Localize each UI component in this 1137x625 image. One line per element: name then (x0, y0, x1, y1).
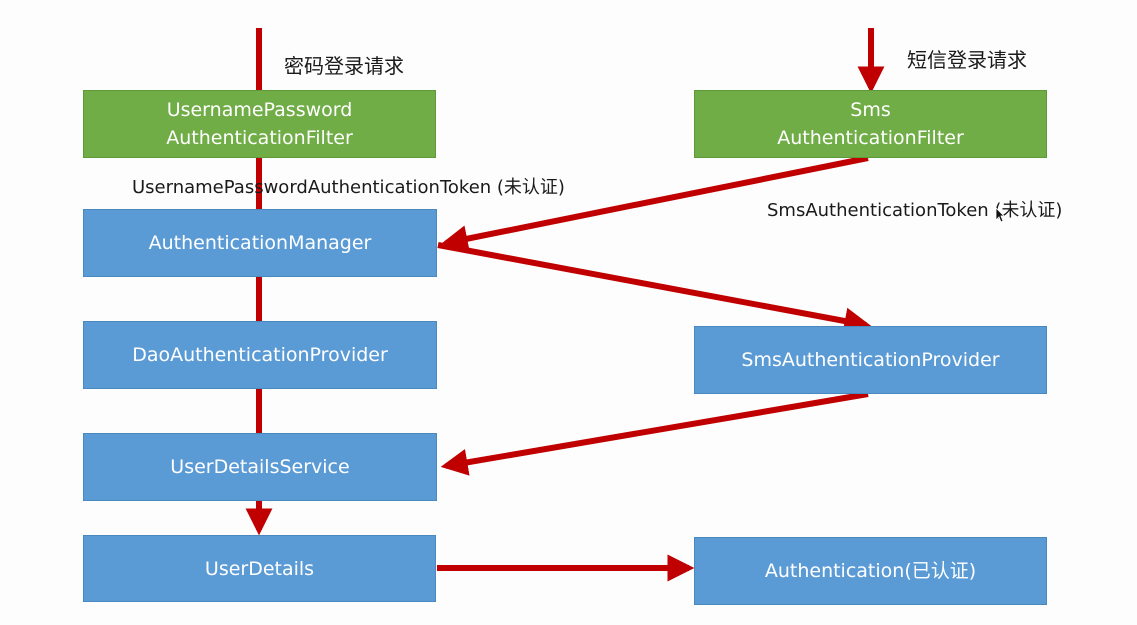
username-password-filter-box: UsernamePassword AuthenticationFilter (83, 90, 436, 158)
sms-token-label: SmsAuthenticationToken (未认证) (767, 200, 1063, 221)
sms-authentication-provider-box: SmsAuthenticationProvider (694, 326, 1047, 394)
user-details-service-box: UserDetailsService (83, 433, 437, 501)
sms-filter-to-manager-arrow (440, 155, 869, 252)
sms-filter-box: Sms AuthenticationFilter (694, 90, 1047, 158)
username-token-label: UsernamePasswordAuthenticationToken (未认证… (132, 177, 565, 198)
dao-authentication-provider-box: DaoAuthenticationProvider (83, 321, 437, 389)
authentication-manager-box: AuthenticationManager (83, 209, 437, 277)
mouse-cursor-icon (995, 207, 1005, 223)
manager-to-sms-provider-arrow (437, 242, 872, 335)
authentication-box: Authentication(已认证) (694, 537, 1047, 605)
password-login-request-label: 密码登录请求 (284, 54, 404, 78)
sms-login-request-label: 短信登录请求 (907, 48, 1027, 72)
sms-provider-to-service-arrow (440, 391, 869, 476)
user-details-box: UserDetails (83, 535, 436, 602)
